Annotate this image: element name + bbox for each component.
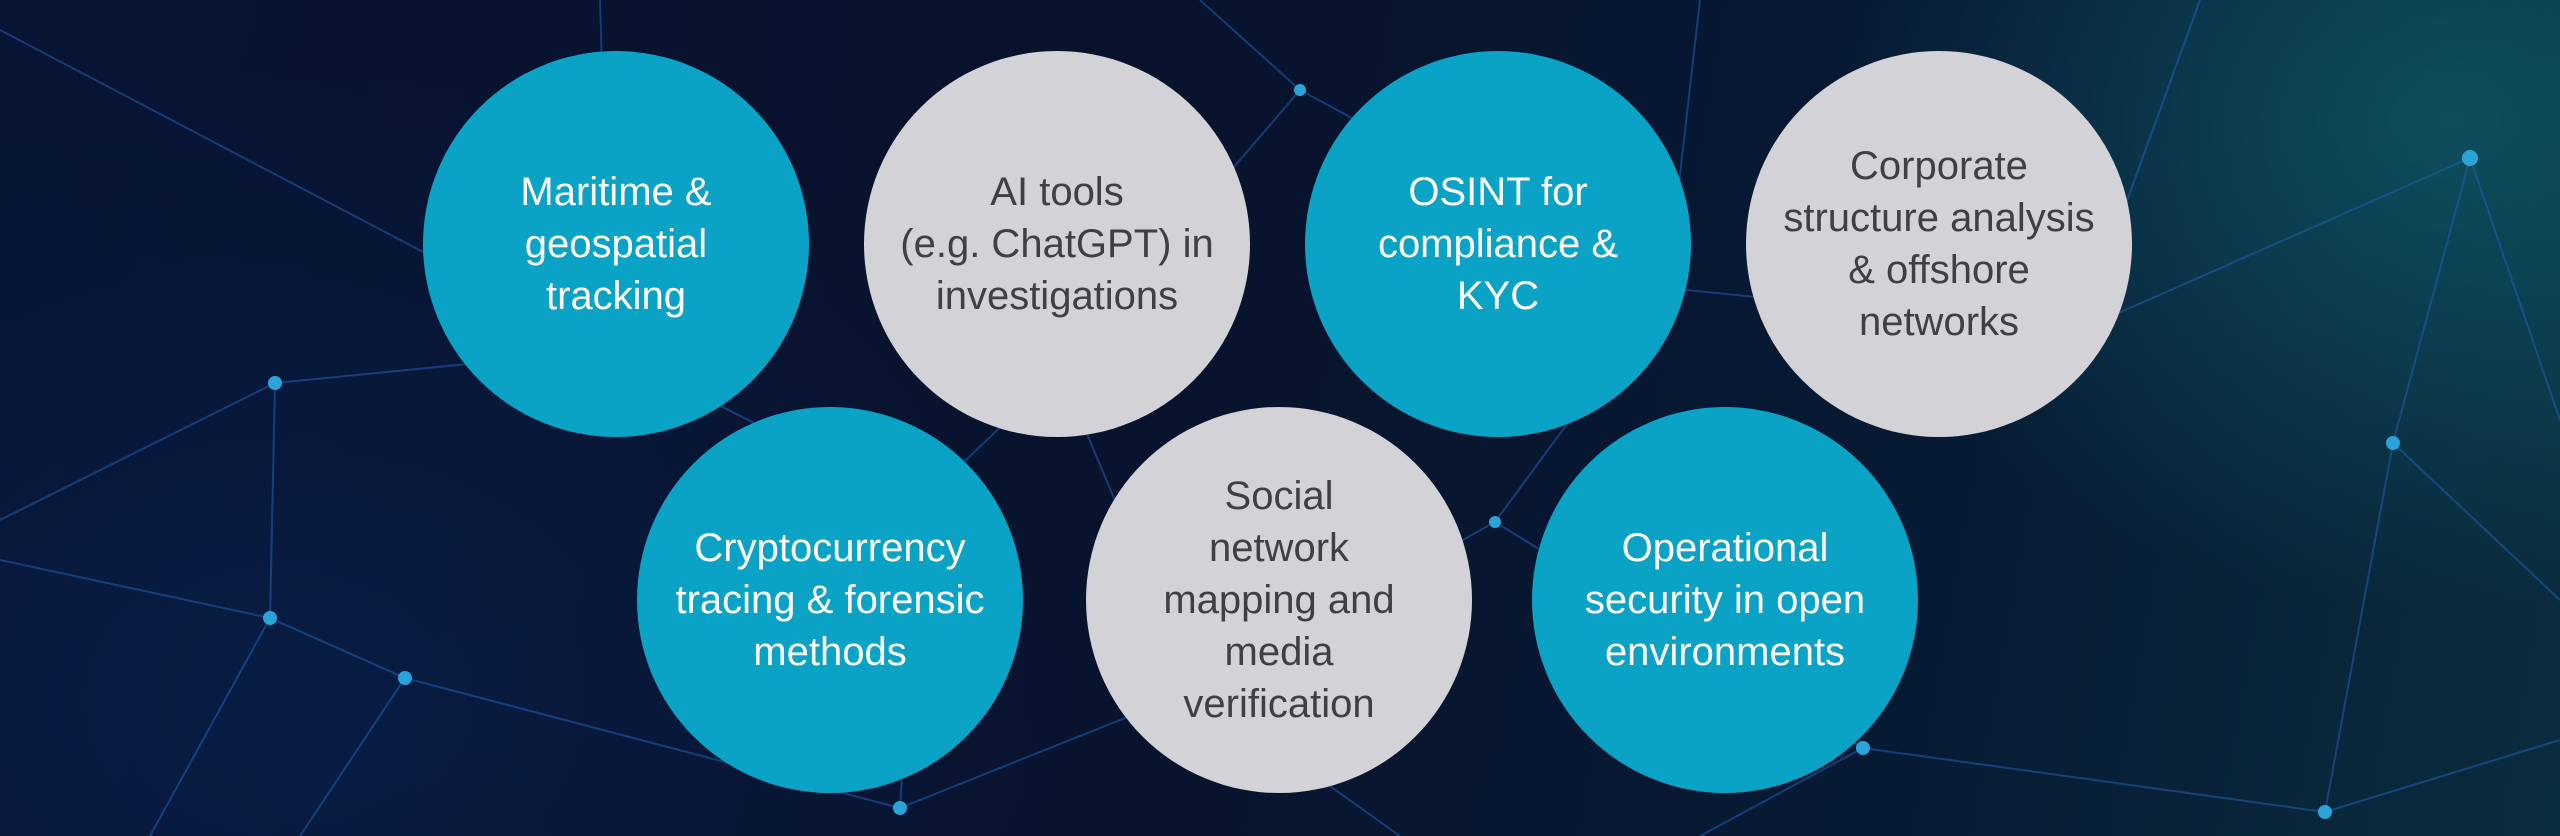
topic-maritime-geospatial: Maritime & geospatial tracking (423, 51, 809, 437)
topic-ai-tools: AI tools (e.g. ChatGPT) in investigation… (864, 51, 1250, 437)
topic-cryptocurrency-tracing: Cryptocurrency tracing & forensic method… (637, 407, 1023, 793)
topic-osint-compliance: OSINT for compliance & KYC (1305, 51, 1691, 437)
topic-corporate-structure: Corporate structure analysis & offshore … (1746, 51, 2132, 437)
topic-operational-security: Operational security in open environment… (1532, 407, 1918, 793)
topic-social-network-mapping: Social network mapping and media verific… (1086, 407, 1472, 793)
